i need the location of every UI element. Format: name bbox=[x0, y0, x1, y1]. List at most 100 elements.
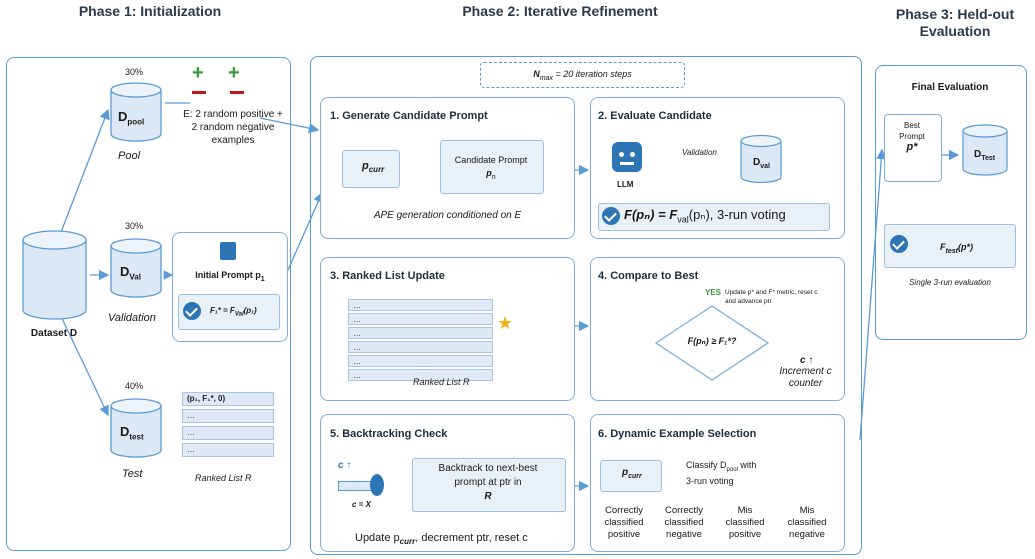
check-icon-f1 bbox=[183, 302, 201, 320]
robot-icon bbox=[612, 142, 642, 172]
val-name-sub: Val bbox=[129, 272, 141, 282]
candidate-p: p bbox=[486, 168, 492, 178]
backtrack-caption-head: Update p bbox=[355, 532, 400, 544]
test-cylinder bbox=[110, 398, 162, 458]
ranked-caption-p2: Ranked List R bbox=[413, 377, 470, 387]
ranked-list-row-1: … bbox=[348, 299, 493, 311]
best-prompt-box bbox=[884, 114, 942, 182]
ranked-row-3: … bbox=[182, 443, 274, 457]
eval-dval-d: D bbox=[753, 157, 761, 168]
f1-formula-head: F₁* = F bbox=[210, 306, 235, 315]
best-line2: Prompt bbox=[899, 132, 925, 141]
ftest-tail: (p*) bbox=[957, 242, 973, 252]
backtrack-line1: Backtrack to next-best bbox=[438, 463, 538, 474]
classify-line3: 3-run voting bbox=[686, 475, 734, 486]
backtrack-caption-tail: , decrement ptr, reset c bbox=[415, 532, 528, 544]
f1-formula-sub: Val bbox=[234, 311, 244, 318]
category-1-l3: positive bbox=[607, 529, 641, 540]
f1-formula: F₁* = FVal(p₁) bbox=[210, 306, 257, 318]
increment-line2: counter bbox=[788, 378, 823, 389]
test-final-label: DTest bbox=[974, 149, 995, 162]
evaluate-title: 2. Evaluate Candidate bbox=[598, 110, 712, 122]
yes-text-2: and advance ptr bbox=[725, 298, 772, 305]
ranked-list-row-5: … bbox=[348, 355, 493, 367]
pcurr-dyn-sub: curr bbox=[628, 473, 642, 480]
final-eval-title: Final Evaluation bbox=[911, 82, 989, 93]
classify-text: Classify Dpool with 3-run voting bbox=[686, 460, 756, 487]
minus-icon-1 bbox=[192, 91, 206, 94]
robot-eye-right-icon bbox=[630, 152, 635, 157]
ranked-first-row: (p₁, F₁*, 0) bbox=[182, 392, 274, 406]
eval-formula-tail: (pₙ), 3-run voting bbox=[688, 207, 786, 222]
phase3-panel bbox=[875, 65, 1027, 340]
increment-text: Increment c counter bbox=[768, 366, 843, 390]
chip-icon bbox=[220, 242, 236, 260]
backtrack-caption: Update pcurr, decrement ptr, reset c bbox=[355, 532, 528, 546]
star-icon: ★ bbox=[497, 313, 514, 333]
yes-label: YES bbox=[705, 288, 722, 297]
ranked-list-row-4: … bbox=[348, 341, 493, 353]
examples-text: E: 2 random positive + 2 random negative… bbox=[178, 108, 288, 147]
generate-caption: APE generation conditioned on E bbox=[373, 210, 522, 221]
dynamic-title: 6. Dynamic Example Selection bbox=[598, 428, 757, 440]
eval-formula-sub: val bbox=[677, 214, 689, 225]
ranked-row-1: … bbox=[182, 409, 274, 423]
backtrack-caption-sub: curr bbox=[399, 537, 416, 547]
validation-label: Validation bbox=[682, 148, 717, 157]
examples-line2: 2 random negative bbox=[191, 122, 275, 133]
pool-caption: Pool bbox=[118, 150, 141, 162]
candidate-label: Candidate Prompt pn bbox=[440, 154, 542, 184]
category-3-l3: positive bbox=[728, 529, 762, 540]
check-icon-eval bbox=[602, 207, 620, 225]
ranked-list-row-3: … bbox=[348, 327, 493, 339]
category-2-l3: negative bbox=[666, 529, 702, 540]
category-4-l1: Mis bbox=[799, 505, 815, 516]
category-2-l1: Correctly bbox=[664, 505, 703, 516]
best-p: p* bbox=[906, 141, 918, 153]
category-4-l3: negative bbox=[789, 529, 825, 540]
initial-prompt-sub: 1 bbox=[260, 275, 265, 283]
val-name-d: D bbox=[120, 264, 130, 279]
phase3-title: Phase 3: Held-out Evaluation bbox=[880, 6, 1030, 40]
pcurr-dyn-p: p bbox=[622, 467, 629, 478]
category-1-l1: Correctly bbox=[604, 505, 643, 516]
phase3-title-line1: Phase 3: Held-out bbox=[895, 6, 1015, 22]
category-3-l2: classified bbox=[725, 517, 765, 528]
candidate-sub: n bbox=[491, 173, 496, 181]
compare-title: 4. Compare to Best bbox=[598, 270, 699, 282]
compare-c-up: c ↑ bbox=[800, 355, 814, 366]
generate-title: 1. Generate Candidate Prompt bbox=[330, 110, 488, 122]
initial-prompt-label: Initial Prompt p1 bbox=[180, 270, 280, 283]
eval-formula-head: F(pₙ) = F bbox=[624, 207, 678, 222]
val-caption: Validation bbox=[108, 312, 156, 324]
pool-cylinder bbox=[110, 82, 162, 142]
pool-percent: 30% bbox=[125, 67, 144, 77]
eval-formula-box bbox=[598, 203, 830, 231]
best-prompt-label: Best Prompt p* bbox=[884, 120, 940, 153]
test-name-sub: test bbox=[129, 432, 144, 442]
backtrack-line3: R bbox=[484, 491, 492, 502]
compare-condition: F(pₙ) ≥ F₁*? bbox=[687, 336, 737, 346]
backtrack-c-up: c ↑ bbox=[338, 460, 352, 471]
f1-formula-tail: (p₁) bbox=[243, 306, 257, 315]
pool-name-d: D bbox=[118, 109, 128, 124]
nmax-sub: max bbox=[539, 74, 553, 82]
ranked-caption-p1: Ranked List R bbox=[195, 473, 252, 483]
ftest-sub: test bbox=[945, 247, 958, 255]
examples-line3: examples bbox=[211, 135, 255, 146]
nmax-tail: = 20 iteration steps bbox=[552, 69, 632, 79]
llm-label: LLM bbox=[617, 180, 634, 189]
test-name-d: D bbox=[120, 424, 130, 439]
candidate-line1: Candidate Prompt bbox=[454, 155, 528, 165]
nmax-label: N bbox=[533, 69, 540, 79]
pcurr-box-gen bbox=[342, 150, 400, 188]
classify-sub: pool bbox=[726, 466, 738, 473]
candidate-box bbox=[440, 140, 544, 194]
dataset-d-label: Dataset D bbox=[30, 328, 78, 339]
ftest-head: F bbox=[940, 242, 946, 252]
category-1-l2: classified bbox=[604, 517, 644, 528]
initial-prompt-text: Initial Prompt p bbox=[195, 270, 261, 280]
test-percent: 40% bbox=[125, 381, 144, 391]
